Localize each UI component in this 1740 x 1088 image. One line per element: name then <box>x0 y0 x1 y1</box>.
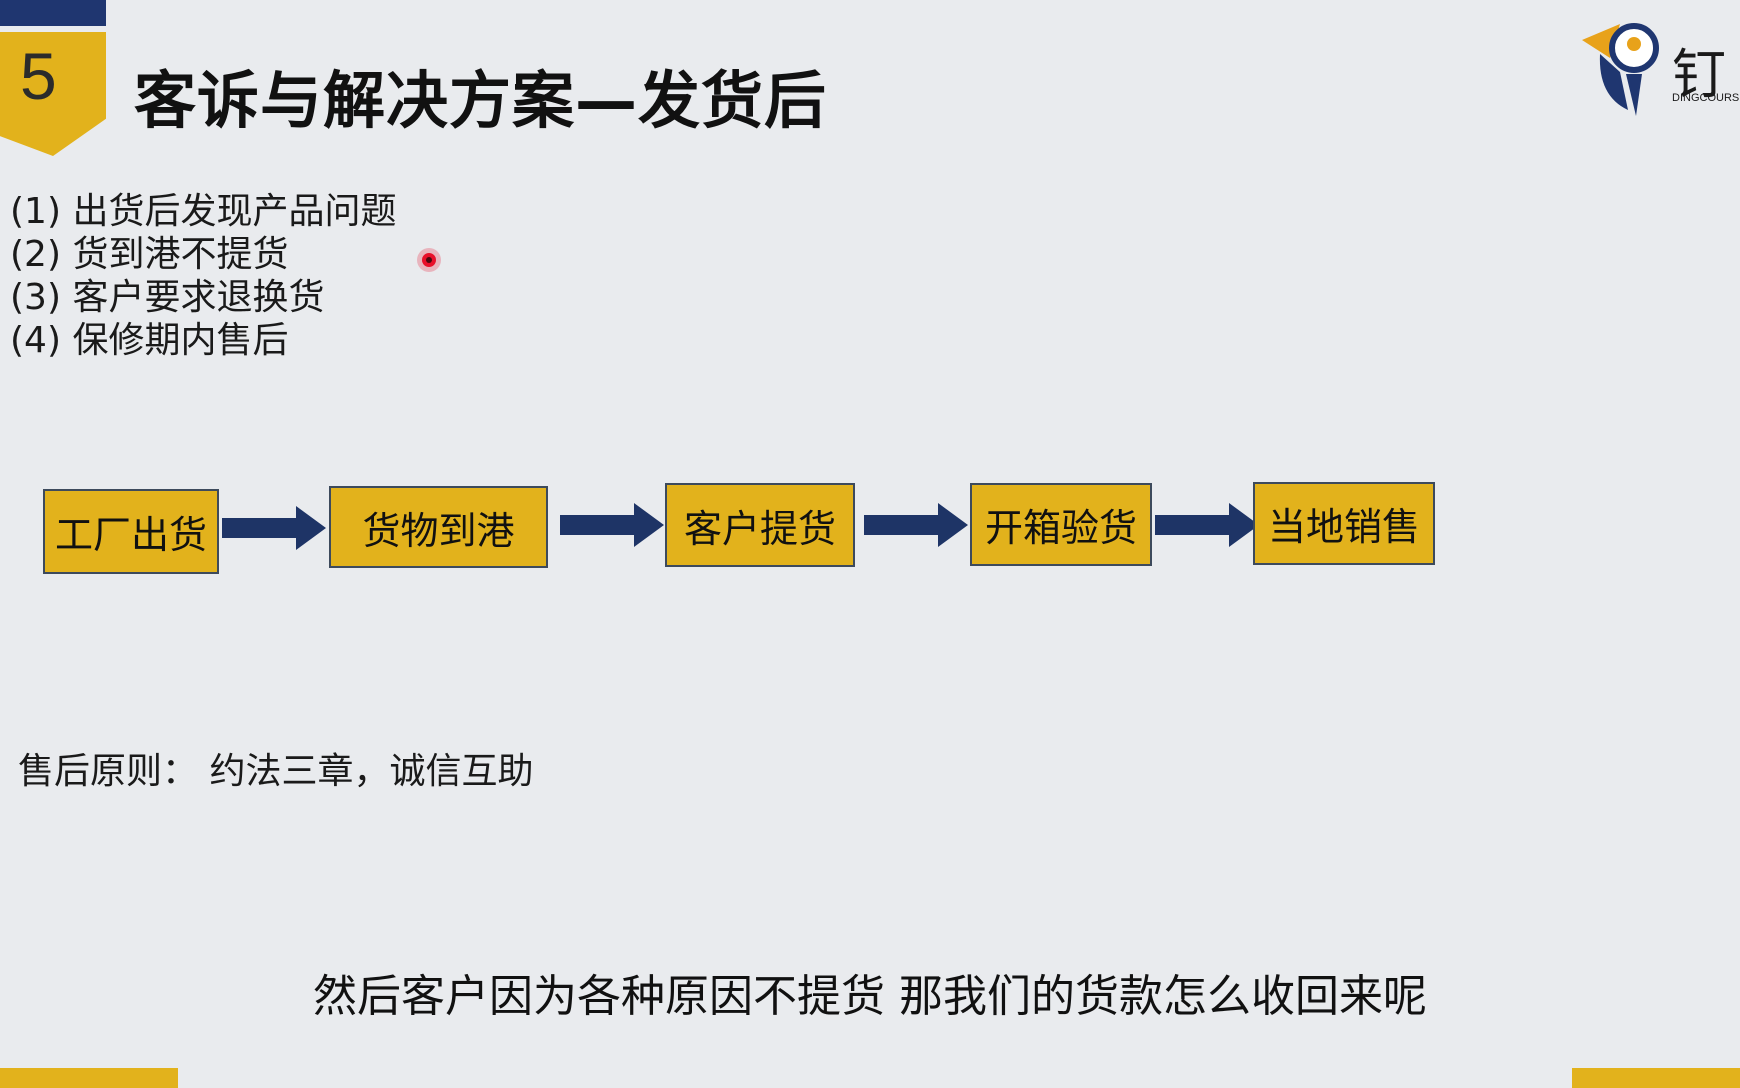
logo-mascot-icon <box>1582 23 1659 116</box>
footer-accent-left <box>0 1068 178 1088</box>
list-item: (4) 保修期内售后 <box>10 320 289 361</box>
list-item: (3) 客户要求退换货 <box>10 277 325 318</box>
issue-list: (1) 出货后发现产品问题 (2) 货到港不提货 (3) 客户要求退换货 (4)… <box>10 190 396 362</box>
video-subtitle: 然后客户因为各种原因不提货 那我们的货款怎么收回来呢 <box>313 971 1427 1022</box>
flow-step-factory-shipment: 工厂出货 <box>43 489 219 574</box>
logo-subtext: DINGCOURSE <box>1672 92 1740 104</box>
section-number: 5 <box>20 39 57 113</box>
flow-arrow-icon <box>864 503 968 547</box>
slide-title: 客诉与解决方案—发货后 <box>134 64 828 137</box>
header-accent-bar <box>0 0 106 26</box>
footer-accent-right <box>1572 1068 1740 1088</box>
flow-arrow-icon <box>560 503 664 547</box>
flow-step-unboxing-inspection: 开箱验货 <box>970 483 1152 566</box>
flow-arrow-icon <box>222 506 326 550</box>
flow-step-goods-arrive-port: 货物到港 <box>329 486 548 568</box>
laser-pointer-dot <box>422 253 436 267</box>
brand-logo: 钉 i DINGCOURSE <box>1580 18 1740 118</box>
list-item: (2) 货到港不提货 <box>10 234 289 275</box>
list-item: (1) 出货后发现产品问题 <box>10 191 397 232</box>
flow-arrow-icon <box>1155 503 1259 547</box>
after-sales-principle: 售后原则： 约法三章，诚信互助 <box>18 751 534 792</box>
flow-step-customer-pickup: 客户提货 <box>665 483 855 567</box>
flow-step-local-sales: 当地销售 <box>1253 482 1435 565</box>
logo-text: 钉 i <box>1672 43 1740 106</box>
